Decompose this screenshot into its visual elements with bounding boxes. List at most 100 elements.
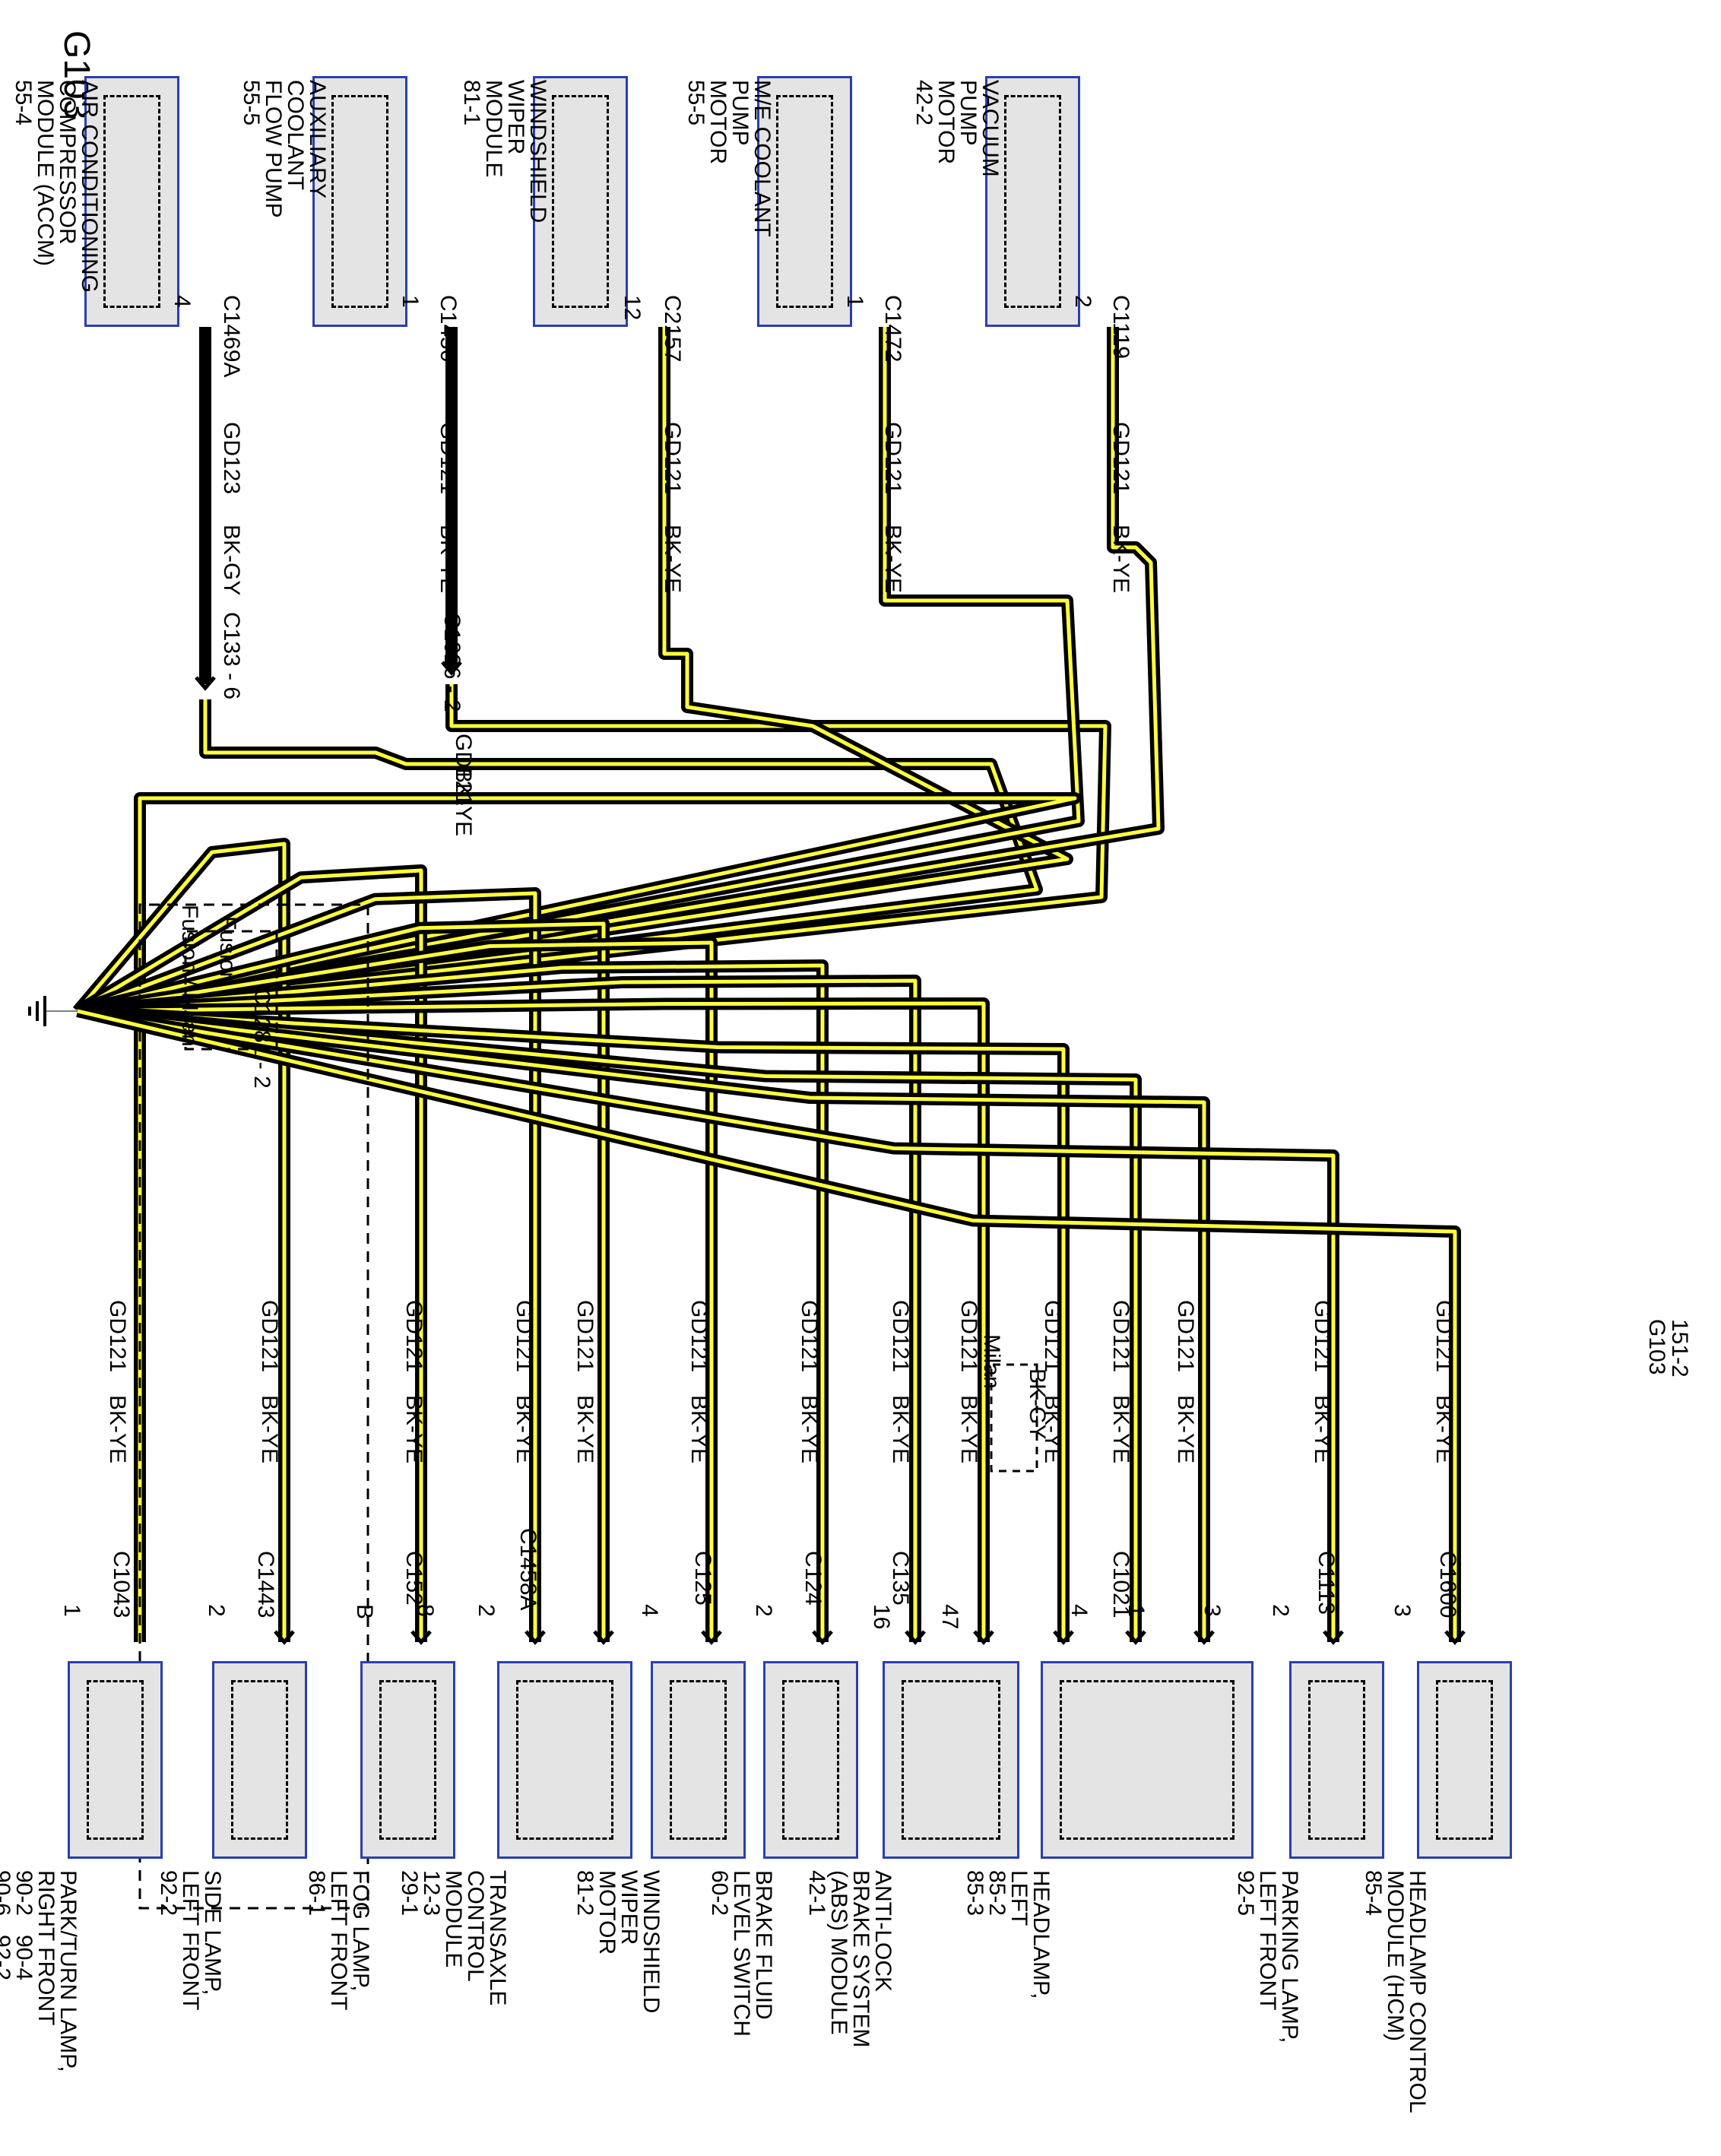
wire-tcm-2-stripe [77, 891, 537, 1642]
inline-connector-label: C1026 - 2 [439, 612, 464, 712]
pin-label: 3 [1390, 1604, 1415, 1617]
inline-c133-arrow [195, 676, 216, 691]
connector-label: C1600 [1435, 1551, 1460, 1619]
inline-connector-label: C1281 - 2 [249, 988, 274, 1089]
circuit-label: GD121 [1173, 1300, 1198, 1373]
circuit-label: GD121 [1040, 1300, 1065, 1373]
pin-label: 1 [1124, 1604, 1149, 1617]
wire-color-label: BK-YE [572, 1395, 597, 1464]
milan-alt-label: Milan [979, 1334, 1004, 1389]
pin-label: 2 [1268, 1604, 1293, 1617]
circuit-label: GD121 [797, 1300, 822, 1373]
circuit-label: GD121 [1431, 1300, 1456, 1373]
connector-label: C1469A [219, 295, 244, 378]
wire-side-lamp-stripe [76, 842, 287, 1642]
connector-arrow [274, 1630, 295, 1645]
windshield-wiper-motor-component [651, 1661, 746, 1859]
wire-abs-16-stripe [77, 978, 918, 1642]
side-lamp-left-front-component [212, 1661, 307, 1859]
component-name: AIR CONDITIONING COMPRESSOR MODULE (ACCM… [11, 80, 102, 293]
connector-label: C124 [800, 1551, 826, 1606]
circuit-label: GD121 [1108, 1300, 1133, 1373]
circuit-label: GD121 [512, 1300, 537, 1373]
component-name: M/E COOLANT PUMP MOTOR 55-5 [683, 80, 775, 237]
wire-headlamp-4-stripe [77, 1009, 1066, 1642]
circuit-label: GD121 [956, 1300, 981, 1373]
pin-label: 2 [751, 1604, 776, 1617]
wire-color-label: BK-YE [1108, 525, 1133, 594]
connector-arrow [1323, 1630, 1344, 1645]
wire-color-label: BK-YE [1108, 1395, 1133, 1464]
connector-label: C135 [888, 1551, 913, 1606]
pin-label: 16 [869, 1604, 894, 1630]
pin-label: 8 [413, 1604, 438, 1617]
wire-tcm-8-stripe [77, 921, 606, 1642]
circuit-label: GD121 [686, 1300, 712, 1373]
connector-arrow [1193, 1630, 1215, 1645]
connector-label: C125 [690, 1551, 715, 1606]
pin-label: 2 [1070, 295, 1095, 308]
headlamp-left-component [1041, 1661, 1254, 1859]
circuit-label: GD121 [105, 1300, 130, 1373]
wire-abs-47-stripe [77, 1001, 986, 1642]
component-name: PARKING LAMP, LEFT FRONT 92-5 [1233, 1870, 1302, 2043]
circuit-label: GD121 [1108, 422, 1133, 495]
inline-connector-label: C133 - 6 [219, 612, 244, 700]
component-name: BRAKE FLUID LEVEL SWITCH 60-2 [707, 1870, 776, 2037]
milan-alt-color-label: BK-GY [1025, 1368, 1050, 1440]
connector-label: C1458A [515, 1528, 540, 1611]
wire-color-label: BK-YE [105, 1395, 130, 1464]
circuit-label: GD121 [880, 422, 905, 495]
wire-color-label: BK-YE [257, 1395, 282, 1464]
component-name: FOG LAMP, LEFT FRONT 86-1 [304, 1870, 373, 2011]
component-name: SIDE LAMP, LEFT FRONT 92-2 [156, 1870, 225, 2011]
connector-arrow [410, 1630, 432, 1645]
connector-arrow [973, 1630, 994, 1645]
component-name: PARK/TURN LAMP, RIGHT FRONT 90-2 90-4 90… [0, 1870, 81, 2072]
pin-label: 47 [937, 1604, 962, 1630]
wire-brake-fluid-stripe [77, 963, 825, 1642]
wire-accm-run-stripe [77, 699, 1039, 1013]
circuit-label: GD121 [1310, 1300, 1335, 1373]
wire-fog-lamp-stripe [76, 868, 423, 1642]
wire-color-label: BK-YE [1173, 1395, 1198, 1464]
pin-label: 12 [620, 295, 645, 321]
pin-label: 4 [1067, 1604, 1092, 1617]
fog-lamp-left-front-component [360, 1661, 455, 1859]
abs-module-component [883, 1661, 1019, 1859]
connector-label: C1119 [1108, 295, 1133, 359]
wire-color-label: BK-YE [1431, 1395, 1456, 1464]
transaxle-control-module-component [497, 1661, 632, 1859]
wire-color-label: BK-YE [1310, 1395, 1335, 1464]
connector-label: C2157 [660, 295, 685, 363]
brake-fluid-level-switch-component [763, 1661, 858, 1859]
ground-id: G103 [1644, 1319, 1669, 1375]
pin-label: 4 [637, 1604, 662, 1617]
connector-arrow [593, 1630, 614, 1645]
circuit-label: GD123 [219, 422, 244, 495]
component-name: TRANSAXLE CONTROL MODULE 12-3 29-1 [397, 1870, 510, 2006]
park-turn-lamp-right-front-component [68, 1661, 163, 1859]
wire-color-label: BK-YE [512, 1395, 537, 1464]
connector-arrow [1053, 1630, 1074, 1645]
pin-label: 3 [1200, 1604, 1225, 1617]
pin-label: 4 [170, 295, 195, 308]
ground-ref: 151-2 [1667, 1319, 1692, 1378]
wire-color-label: BK-YE [686, 1395, 712, 1464]
wire-hcm-stripe [77, 1009, 1457, 1642]
pin-label: B [352, 1604, 377, 1620]
component-name: WINDSHIELD WIPER MODULE 81-1 [459, 80, 550, 224]
option-region-inner-label: Fusion [215, 916, 240, 985]
pin-label: 1 [59, 1604, 84, 1617]
milan-option-region [990, 1363, 1038, 1473]
connector-arrow [1125, 1630, 1146, 1645]
wire-me-coolant-stripe [77, 327, 1081, 1013]
option-region-outer-label: Fusion / Milan [177, 905, 202, 1047]
circuit-label: GD121 [257, 1300, 282, 1373]
wire-headlamp-3-stripe [77, 1009, 1206, 1642]
connector-label: C1443 [253, 1551, 278, 1619]
connector-arrow [1444, 1630, 1466, 1645]
component-name: HEADLAMP CONTROL MODULE (HCM) 85-4 [1361, 1870, 1430, 2113]
fusion-option-region [184, 930, 278, 1051]
